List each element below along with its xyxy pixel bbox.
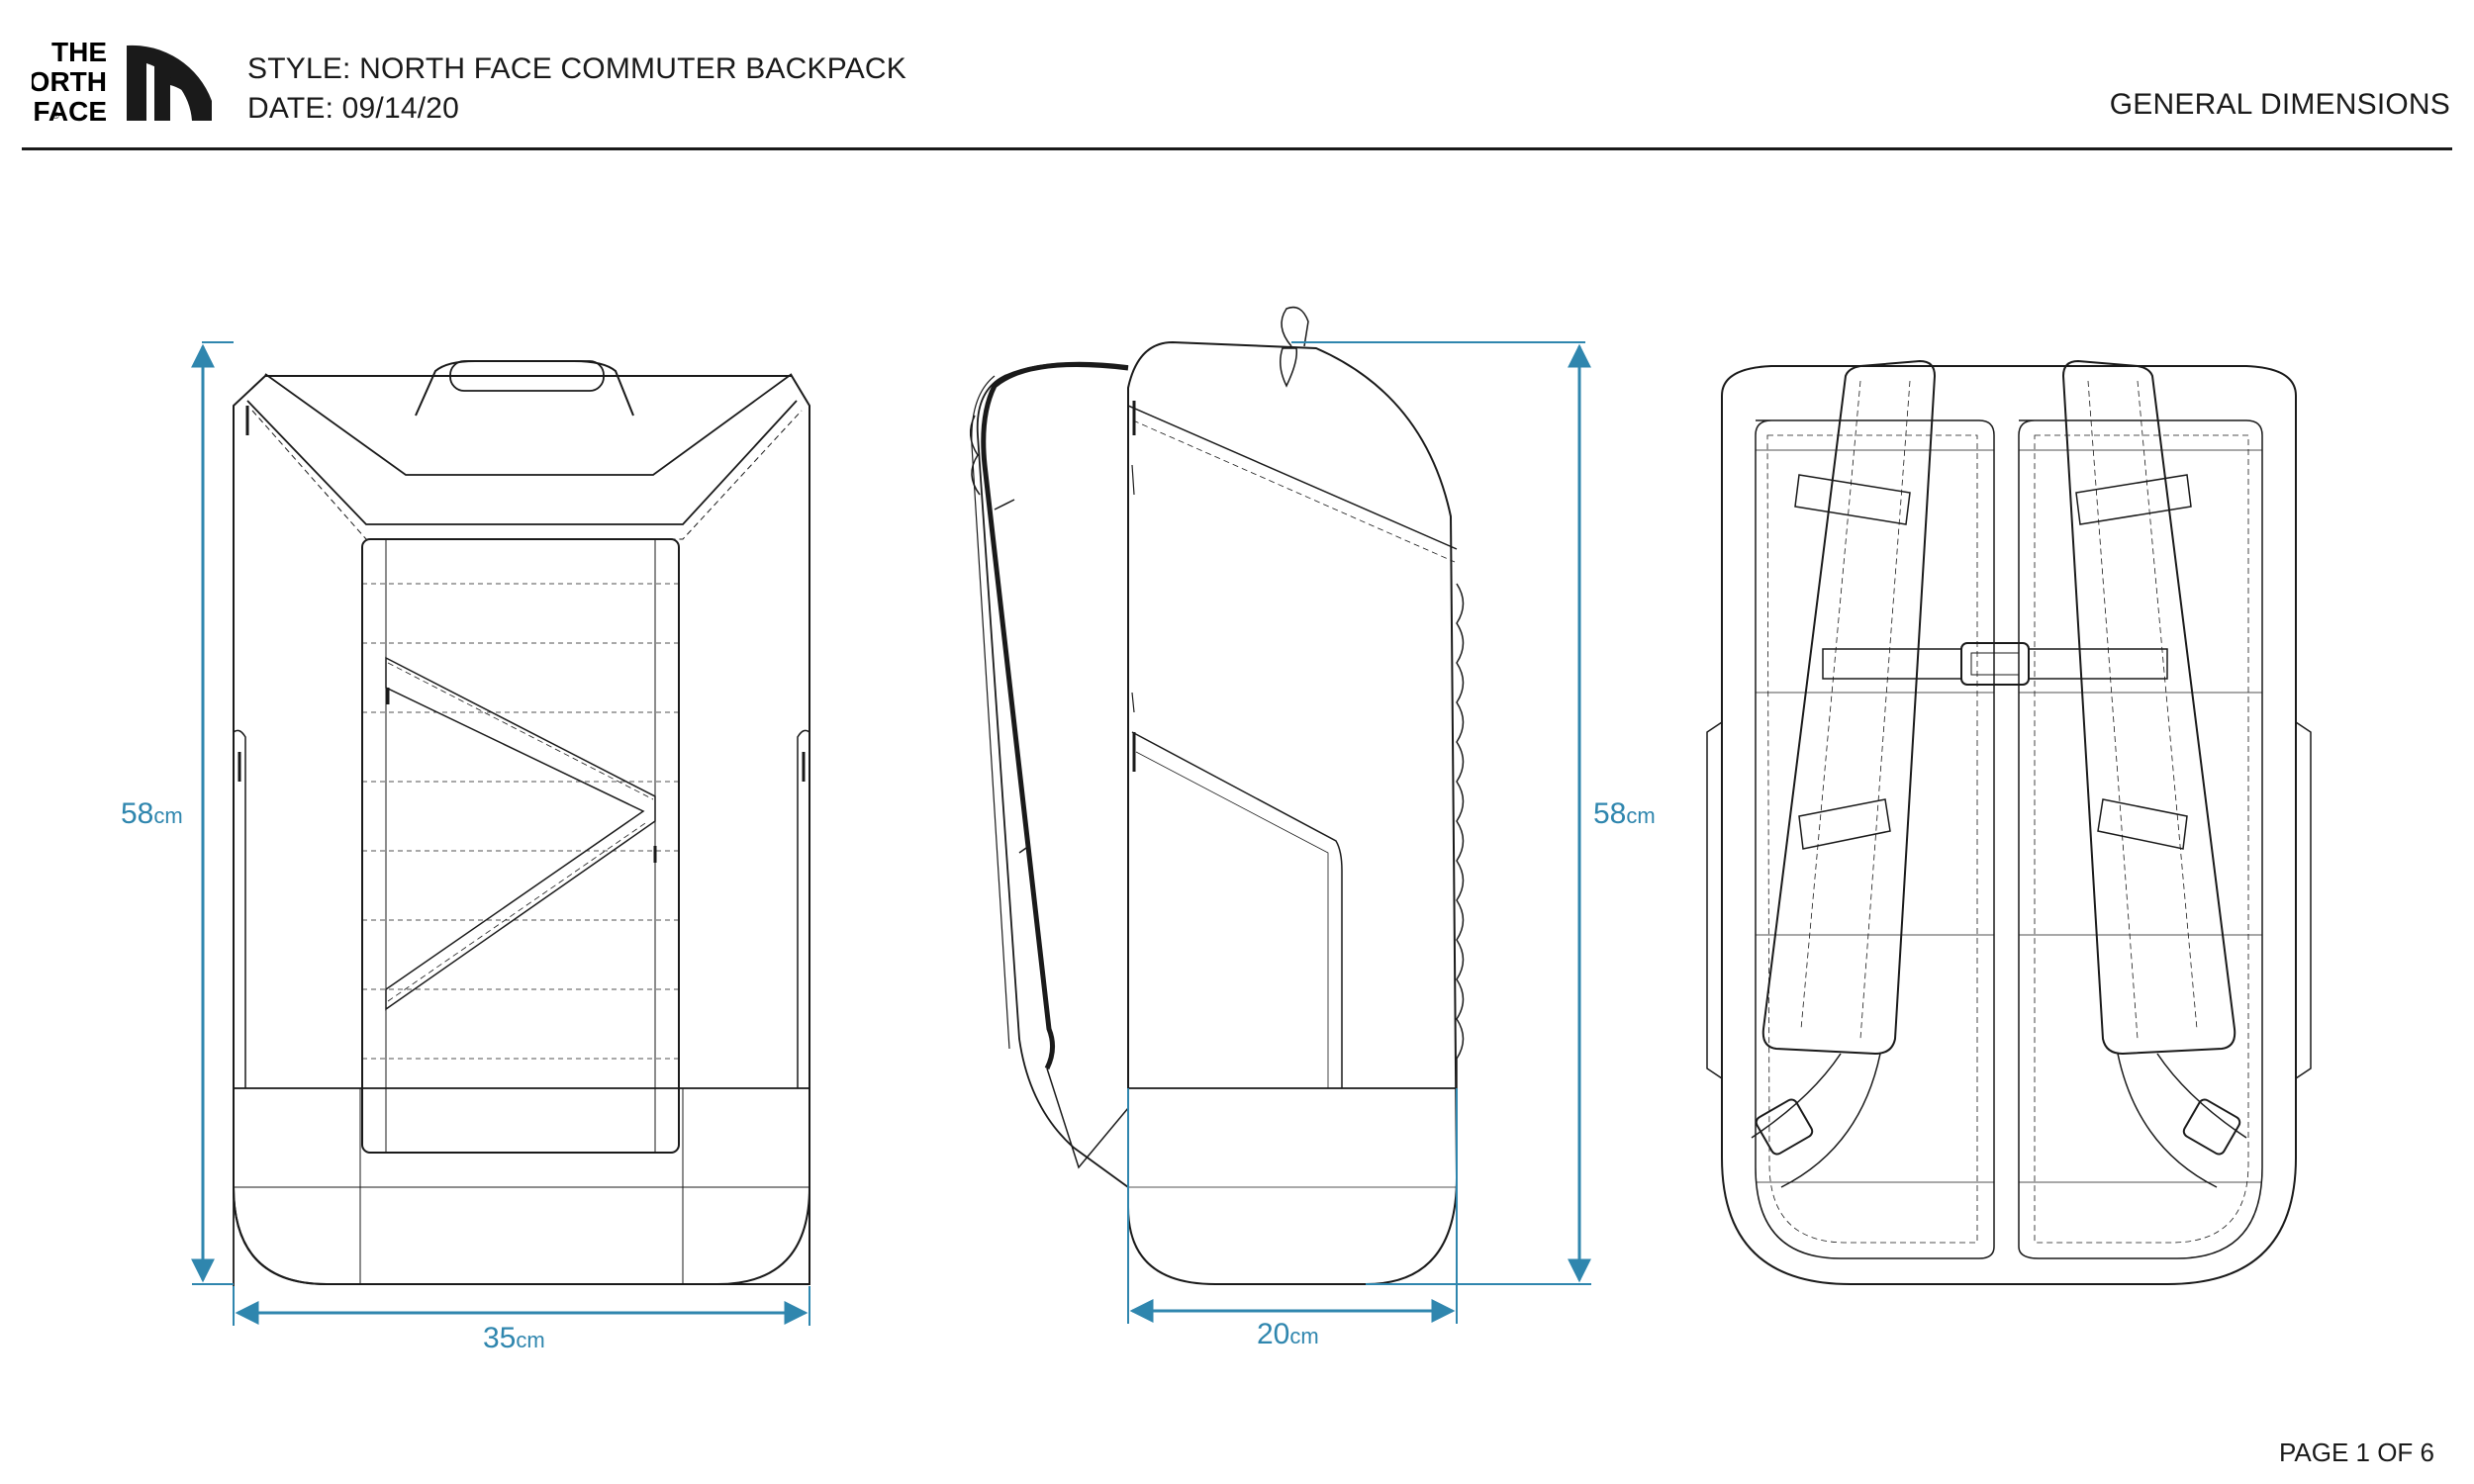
back-view	[1706, 359, 2312, 1285]
section-title: GENERAL DIMENSIONS	[2109, 88, 2450, 121]
side-height-label: 58cm	[1593, 797, 1656, 830]
front-width-dimension: 35cm	[233, 1286, 810, 1354]
logo-text-the: THE	[51, 37, 107, 67]
logo-text-face: FACE	[33, 96, 107, 123]
logo-registered-mark: ®	[52, 111, 60, 122]
side-height-dimension: 58cm	[1291, 341, 1656, 1285]
page-number-label: PAGE 1 OF 6	[2278, 1438, 2434, 1467]
side-view	[969, 306, 1465, 1285]
the-north-face-logo: THE NORTH FACE ®	[32, 37, 212, 123]
front-height-label: 58cm	[121, 797, 183, 830]
side-depth-label: 20cm	[1257, 1318, 1319, 1350]
date-line: DATE: 09/14/20	[247, 92, 460, 125]
side-depth-dimension: 20cm	[1127, 1088, 1458, 1350]
half-dome-outer-icon	[127, 45, 212, 121]
header-divider	[22, 147, 2452, 150]
front-width-label: 35cm	[483, 1322, 545, 1354]
front-view	[233, 360, 810, 1286]
logo-text-north: NORTH	[32, 66, 107, 97]
style-line: STYLE: NORTH FACE COMMUTER BACKPACK	[247, 52, 906, 85]
front-height-dimension: 58cm	[121, 341, 234, 1285]
